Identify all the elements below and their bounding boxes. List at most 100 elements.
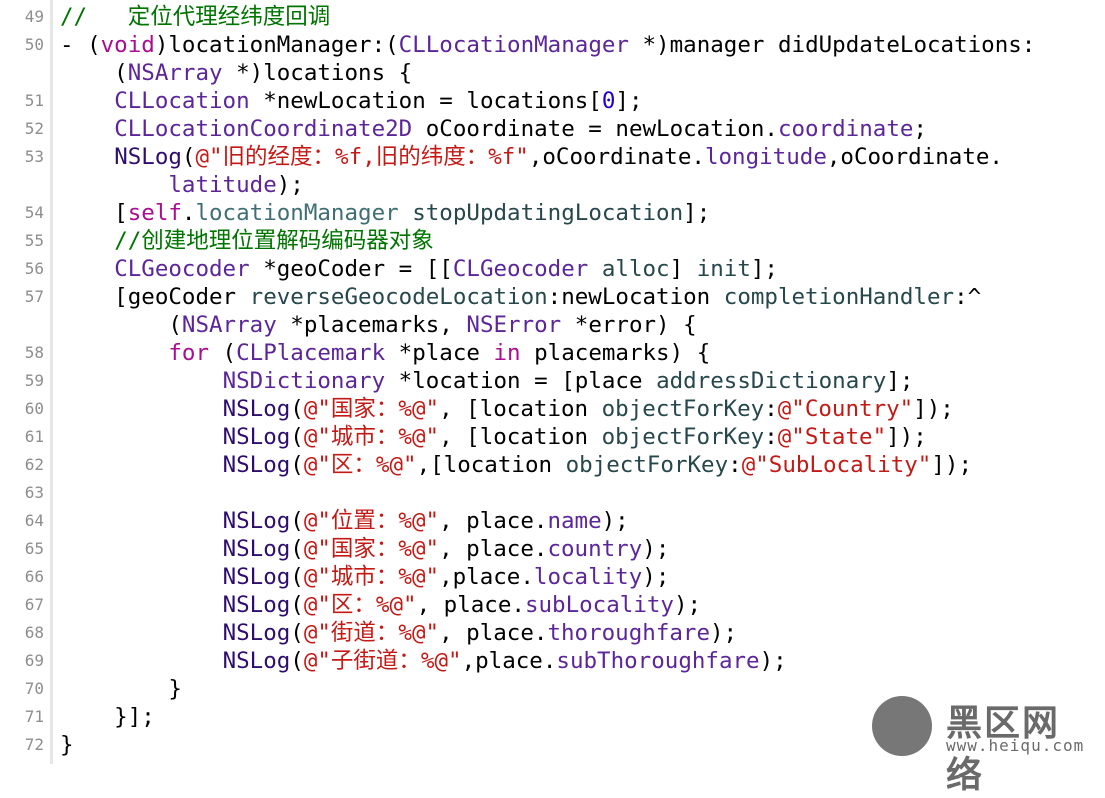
code-token: NSDictionary	[222, 368, 386, 394]
line-number: 72	[24, 735, 44, 754]
code-text[interactable]: NSLog(@"旧的经度：%f,旧的纬度：%f",oCoordinate.lon…	[60, 143, 1003, 171]
code-token: );	[276, 172, 304, 198]
code-text[interactable]: NSLog(@"子街道：%@",place.subThoroughfare);	[60, 647, 787, 675]
code-text[interactable]: CLLocation *newLocation = locations[0];	[60, 87, 642, 115]
code-line[interactable]: 51 CLLocation *newLocation = locations[0…	[0, 87, 1105, 115]
code-line[interactable]: 64 NSLog(@"位置：%@", place.name);	[0, 507, 1105, 535]
code-token	[60, 228, 114, 254]
code-token	[60, 648, 223, 674]
code-token: *)locations {	[222, 60, 413, 86]
code-line[interactable]: 61 NSLog(@"城市：%@", [location objectForKe…	[0, 423, 1105, 451]
code-line[interactable]: 65 NSLog(@"国家：%@", place.country);	[0, 535, 1105, 563]
code-token: (	[60, 60, 128, 86]
code-token: locality	[533, 564, 643, 590]
code-token: init	[696, 256, 751, 282]
code-text[interactable]: }	[60, 675, 182, 703]
code-text[interactable]: (NSArray *placemarks, NSError *error) {	[60, 311, 696, 339]
code-line[interactable]: 71 }];	[0, 703, 1105, 731]
code-text[interactable]: [self.locationManager stopUpdatingLocati…	[60, 199, 710, 227]
code-text[interactable]: NSLog(@"位置：%@", place.name);	[60, 507, 629, 535]
code-token: latitude	[168, 172, 277, 198]
code-token: (	[290, 396, 304, 422]
code-text[interactable]: CLLocationCoordinate2D oCoordinate = new…	[60, 115, 927, 143]
code-token: ]);	[913, 396, 954, 422]
code-token: (	[290, 452, 304, 478]
line-number: 58	[24, 343, 44, 362]
code-text[interactable]: NSLog(@"区：%@", place.subLocality);	[60, 591, 702, 619]
code-line[interactable]: (NSArray *placemarks, NSError *error) {	[0, 311, 1105, 339]
code-token: CLLocationCoordinate2D	[114, 116, 413, 142]
code-text[interactable]: (NSArray *)locations {	[60, 59, 412, 87]
watermark: 黑区网络 www.heiqu.com	[872, 690, 1097, 796]
line-number: 59	[24, 371, 44, 390]
code-text[interactable]: //创建地理位置解码编码器对象	[60, 227, 434, 255]
code-text[interactable]: }];	[60, 703, 155, 731]
code-text[interactable]: NSLog(@"国家：%@", [location objectForKey:@…	[60, 395, 954, 423]
code-token: }	[60, 676, 182, 702]
code-line[interactable]: 49// 定位代理经纬度回调	[0, 3, 1105, 31]
code-token	[60, 116, 114, 142]
code-token: :	[764, 424, 778, 450]
code-token: ]);	[931, 452, 972, 478]
code-line[interactable]: 66 NSLog(@"城市：%@",place.locality);	[0, 563, 1105, 591]
code-text[interactable]: // 定位代理经纬度回调	[60, 3, 330, 31]
code-line[interactable]: latitude);	[0, 171, 1105, 199]
code-line[interactable]: 52 CLLocationCoordinate2D oCoordinate = …	[0, 115, 1105, 143]
code-token: ,place.	[461, 648, 557, 674]
code-token: objectForKey	[565, 452, 729, 478]
code-line[interactable]: 72}	[0, 731, 1105, 759]
code-line[interactable]: 56 CLGeocoder *geoCoder = [[CLGeocoder a…	[0, 255, 1105, 283]
code-token	[60, 88, 114, 114]
code-text[interactable]: NSLog(@"区：%@",[location objectForKey:@"S…	[60, 451, 972, 479]
code-line[interactable]: 69 NSLog(@"子街道：%@",place.subThoroughfare…	[0, 647, 1105, 675]
code-line[interactable]: 63	[0, 479, 1105, 507]
code-token: @"State"	[777, 424, 887, 450]
code-line[interactable]: 60 NSLog(@"国家：%@", [location objectForKe…	[0, 395, 1105, 423]
code-token	[60, 368, 223, 394]
code-text[interactable]: NSDictionary *location = [place addressD…	[60, 367, 914, 395]
code-line[interactable]: 58 for (CLPlacemark *place in placemarks…	[0, 339, 1105, 367]
code-token: CLGeocoder	[114, 256, 250, 282]
code-text[interactable]: NSLog(@"国家：%@", place.country);	[60, 535, 670, 563]
code-line[interactable]: 50- (void)locationManager:(CLLocationMan…	[0, 31, 1105, 59]
code-line[interactable]: 70 }	[0, 675, 1105, 703]
code-line[interactable]: 62 NSLog(@"区：%@",[location objectForKey:…	[0, 451, 1105, 479]
code-text[interactable]: NSLog(@"街道：%@", place.thoroughfare);	[60, 619, 738, 647]
code-text[interactable]: NSLog(@"城市：%@", [location objectForKey:@…	[60, 423, 927, 451]
code-token	[60, 256, 114, 282]
code-token: *place	[385, 340, 494, 366]
code-line[interactable]: 68 NSLog(@"街道：%@", place.thoroughfare);	[0, 619, 1105, 647]
code-token: NSArray	[181, 312, 277, 338]
code-token: NSLog	[222, 508, 291, 534]
code-token: :^	[954, 284, 982, 310]
code-token: ,[location	[416, 452, 566, 478]
code-token: ];	[683, 200, 711, 226]
code-token	[60, 424, 223, 450]
code-token: NSLog	[222, 424, 291, 450]
code-text[interactable]: }	[60, 731, 74, 759]
code-token: ];	[750, 256, 778, 282]
code-token: :newLocation	[547, 284, 724, 310]
code-token: NSLog	[222, 452, 291, 478]
code-token: subLocality	[524, 592, 674, 618]
line-number: 66	[24, 567, 44, 586]
code-line[interactable]: 59 NSDictionary *location = [place addre…	[0, 367, 1105, 395]
code-text[interactable]: - (void)locationManager:(CLLocationManag…	[60, 31, 1035, 59]
code-line[interactable]: 54 [self.locationManager stopUpdatingLoc…	[0, 199, 1105, 227]
code-token: addressDictionary	[656, 368, 887, 394]
code-line[interactable]: 67 NSLog(@"区：%@", place.subLocality);	[0, 591, 1105, 619]
code-text[interactable]: NSLog(@"城市：%@",place.locality);	[60, 563, 670, 591]
code-token: NSLog	[222, 396, 291, 422]
code-text[interactable]: for (CLPlacemark *place in placemarks) {	[60, 339, 710, 367]
code-line[interactable]: (NSArray *)locations {	[0, 59, 1105, 87]
code-text[interactable]: latitude);	[60, 171, 304, 199]
code-token: self	[127, 200, 182, 226]
code-token: (	[290, 424, 304, 450]
code-line[interactable]: 53 NSLog(@"旧的经度：%f,旧的纬度：%f",oCoordinate.…	[0, 143, 1105, 171]
code-line[interactable]: 57 [geoCoder reverseGeocodeLocation:newL…	[0, 283, 1105, 311]
code-token: (	[290, 592, 304, 618]
code-text[interactable]: CLGeocoder *geoCoder = [[CLGeocoder allo…	[60, 255, 778, 283]
code-line[interactable]: 55 //创建地理位置解码编码器对象	[0, 227, 1105, 255]
code-text[interactable]: [geoCoder reverseGeocodeLocation:newLoca…	[60, 283, 981, 311]
